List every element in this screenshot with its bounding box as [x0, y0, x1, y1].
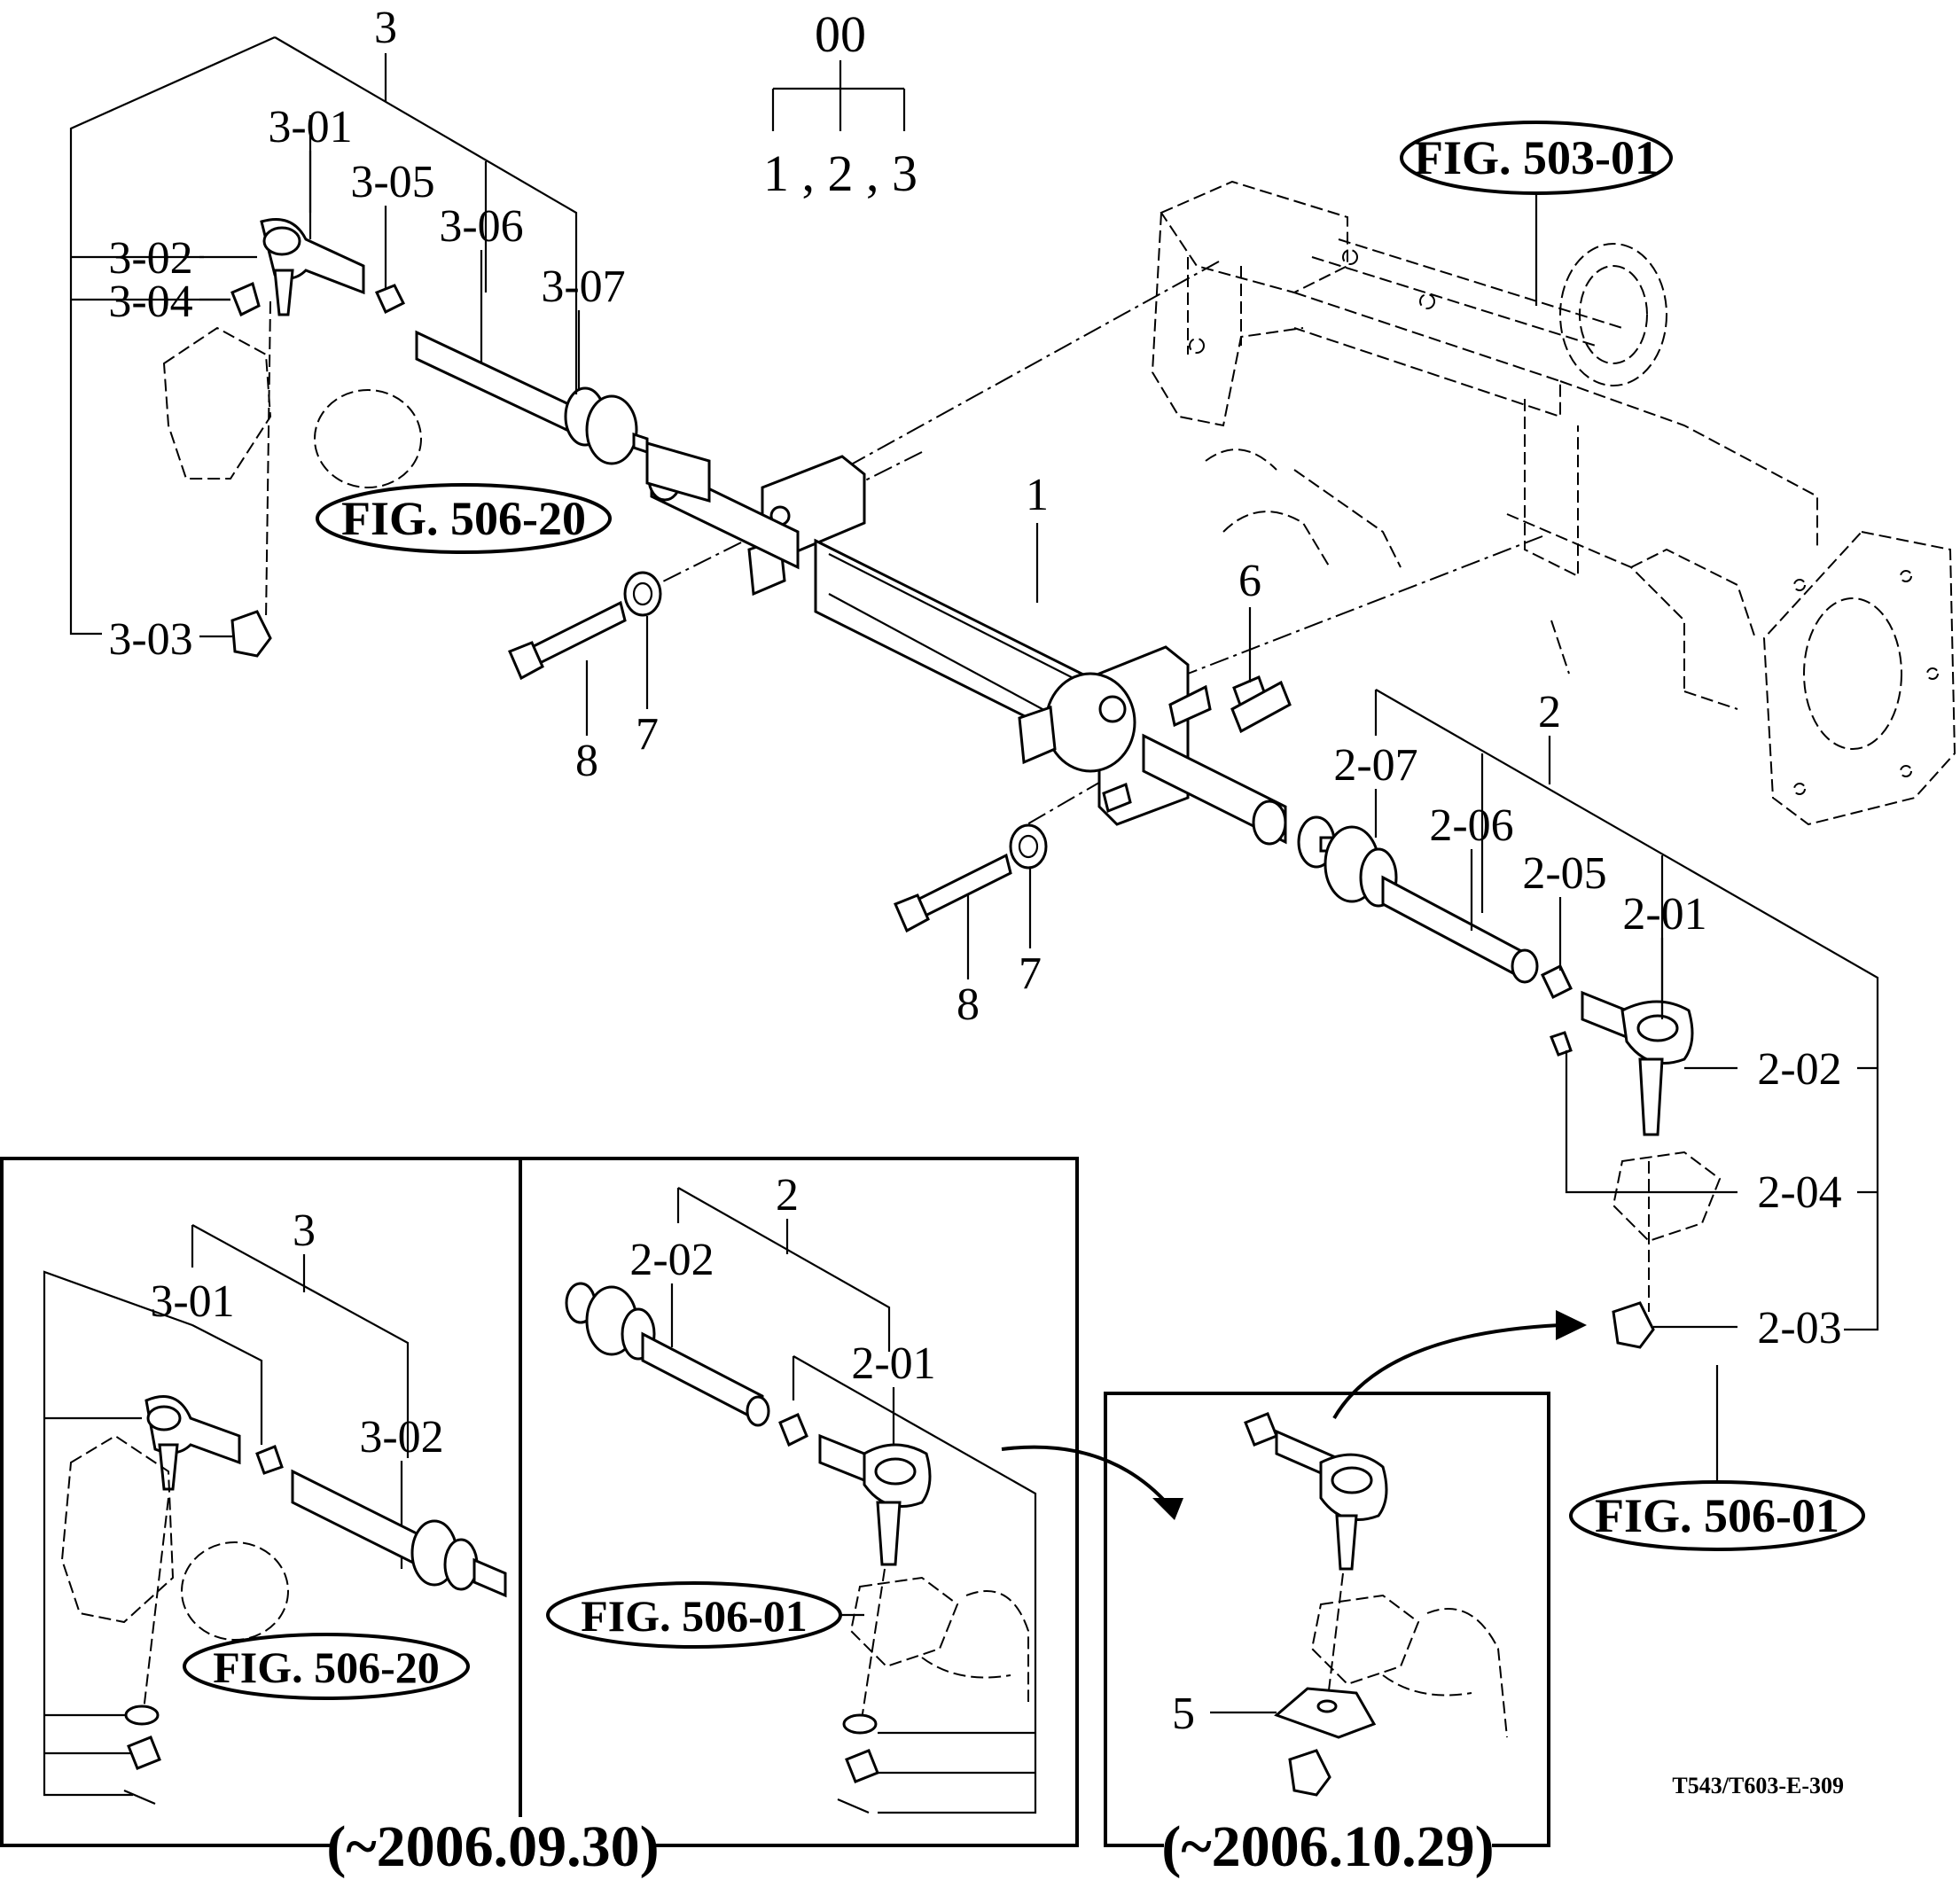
label-8-upper: 8 — [575, 736, 598, 786]
label-3-06: 3-06 — [439, 201, 523, 252]
tie-rod-right — [1297, 815, 1722, 1349]
inset-left-fig-506-20: FIG. 506-20 — [213, 1642, 440, 1692]
fig-503-01-label: FIG. 503-01 — [1414, 131, 1659, 184]
arrow-head-1 — [1152, 1498, 1183, 1520]
assembly-top-label: 00 — [815, 5, 866, 63]
tie-rod-left — [162, 218, 711, 658]
label-7-upper: 7 — [636, 709, 659, 760]
inset-left-label-3-01: 3-01 — [150, 1276, 234, 1327]
inset-right-label-5: 5 — [1172, 1689, 1195, 1739]
inset-left-label-3: 3 — [293, 1205, 316, 1256]
main-part-labels: 3 3-01 3-05 3-06 3-07 3-02 3-04 3-03 1 6… — [69, 3, 1879, 1353]
bolt-leader-lower — [1019, 779, 1105, 830]
mount-leader-upper — [793, 261, 1220, 497]
label-2-02: 2-02 — [1757, 1044, 1841, 1095]
power-steering-cylinder — [647, 455, 1287, 846]
label-2-06: 2-06 — [1429, 800, 1513, 851]
washer-lower — [1009, 823, 1048, 870]
mount-leader-lower — [1187, 535, 1543, 675]
label-3-01: 3-01 — [268, 102, 352, 152]
fig-506-01-callout: FIG. 506-01 — [1569, 1365, 1865, 1551]
inset-left-label-2-01: 2-01 — [851, 1338, 935, 1389]
bolt-upper — [508, 600, 627, 681]
label-2-07: 2-07 — [1333, 740, 1417, 791]
label-2-05: 2-05 — [1522, 848, 1606, 899]
label-7-lower: 7 — [1019, 948, 1042, 999]
pin-part-6 — [1230, 680, 1292, 734]
label-3: 3 — [374, 3, 397, 53]
drawing-code: T543/T603-E-309 — [1672, 1773, 1844, 1798]
inset-right-frame: (~2006.10.29) 5 — [1104, 1392, 1550, 1879]
inset-left-label-2: 2 — [776, 1170, 799, 1221]
label-3-02: 3-02 — [108, 233, 192, 284]
inset-left-label-3-02: 3-02 — [359, 1412, 443, 1463]
washer-upper — [623, 571, 662, 617]
fig-503-01-callout: FIG. 503-01 — [1400, 121, 1673, 306]
arrow-to-right-inset — [1001, 1445, 1172, 1509]
label-2: 2 — [1538, 687, 1561, 737]
label-3-04: 3-04 — [108, 277, 192, 327]
fig-506-20-label: FIG. 506-20 — [341, 492, 586, 545]
axle-housing-outline — [1151, 180, 1956, 826]
label-2-01: 2-01 — [1622, 889, 1706, 940]
label-2-04: 2-04 — [1757, 1167, 1841, 1218]
label-1: 1 — [1026, 470, 1049, 520]
inset-left-label-2-02: 2-02 — [629, 1235, 714, 1285]
label-6: 6 — [1238, 556, 1261, 606]
label-2-03: 2-03 — [1757, 1303, 1841, 1353]
inset-left-date: (~2006.09.30) — [326, 1814, 659, 1879]
inset-left-frame: (~2006.09.30) 3 3-01 3-02 FIG. 506-20 2 … — [0, 1157, 1079, 1879]
label-3-05: 3-05 — [350, 157, 434, 207]
arrow-to-main-2-03 — [1332, 1323, 1561, 1420]
inset-right-date: (~2006.10.29) — [1161, 1814, 1494, 1879]
assembly-sub-label: 1 , 2 , 3 — [763, 144, 918, 202]
bolt-lower — [894, 853, 1012, 933]
label-3-07: 3-07 — [541, 261, 625, 312]
inset-left-fig-506-01: FIG. 506-01 — [581, 1591, 808, 1641]
arrow-head-2 — [1556, 1310, 1587, 1340]
assembly-tree: 00 1 , 2 , 3 — [763, 5, 918, 202]
fig-506-20-callout: FIG. 506-20 — [316, 483, 612, 554]
fig-506-01-label: FIG. 506-01 — [1595, 1489, 1839, 1542]
label-3-03: 3-03 — [108, 614, 192, 665]
label-8-lower: 8 — [957, 979, 980, 1030]
